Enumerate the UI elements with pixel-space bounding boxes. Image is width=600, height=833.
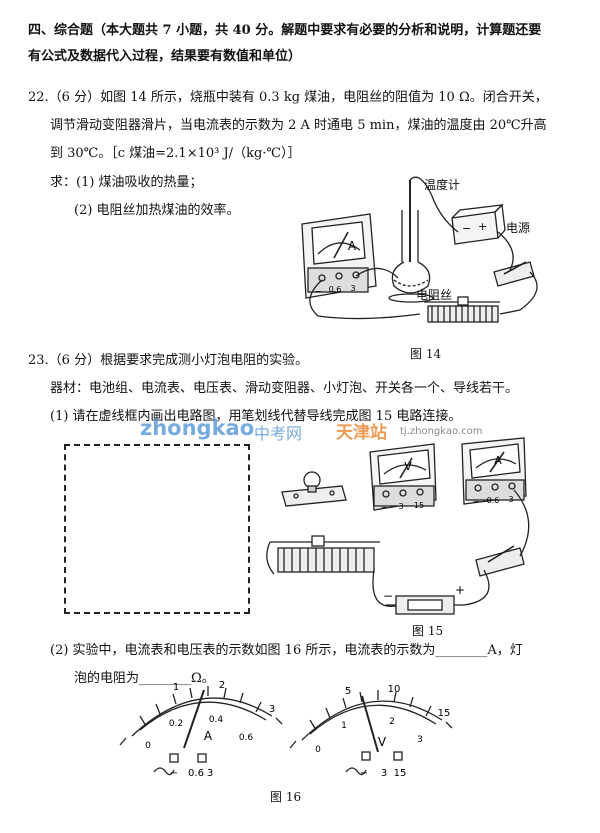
fig16-v-outer-2: 1	[341, 721, 347, 731]
fig16-v-end: 15	[438, 708, 451, 719]
fig14-power-plus: +	[478, 220, 487, 233]
fig14-terminal-3: 3	[350, 284, 355, 293]
fig16-a-outer-4: 0.6	[239, 733, 254, 743]
fig14-power-minus: −	[462, 222, 471, 235]
q22-line2: 调节滑动变阻器滑片，当电流表的示数为 2 A 时通电 5 min，煤油的温度由 …	[50, 118, 547, 133]
fig16-v-terminal-3: 15	[394, 768, 407, 779]
q23-equipment: 器材：电池组、电流表、电压表、滑动变阻器、小灯泡、开关各一个、导线若干。	[50, 381, 519, 396]
fig16-a-terminal-3: 3	[207, 768, 213, 779]
fig16-voltmeter-terminals	[345, 751, 403, 776]
watermark-url: tj.zhongkao.com	[400, 426, 483, 437]
fig14-wires	[309, 176, 538, 320]
fig16-v-letter: V	[378, 735, 387, 749]
fig14-thermometer-label: 温度计	[424, 178, 461, 192]
circuit-drawing-box[interactable]	[64, 444, 250, 614]
q22-ask1: 求：(1) 煤油吸收的热量；	[50, 175, 203, 190]
fig14-wire-label: 电阻丝	[416, 288, 453, 302]
q22-line1: 22.（6 分）如图 14 所示，烧瓶中装有 0.3 kg 煤油，电阻丝的阻值为…	[28, 90, 548, 105]
fig14-power-label: 电源	[506, 221, 531, 235]
fig16-voltmeter-dial	[289, 690, 453, 753]
fig15-v-terminal-2: 3	[398, 502, 403, 511]
fig15-switch	[475, 545, 525, 577]
fig15-v-letter: V	[404, 460, 412, 473]
fig15-battery-minus: −	[383, 589, 393, 603]
fig14-caption: 图 14	[410, 347, 442, 361]
fig16-v-outer-1: 0	[315, 745, 321, 755]
fig14-rheostat	[424, 296, 500, 323]
fig16-v-terminal-1: −	[360, 768, 368, 779]
section-heading-line1: 四、综合题（本大题共 7 小题，共 40 分。解题中要求有必要的分析和说明，计算…	[28, 23, 542, 38]
fig16-a-letter: A	[204, 729, 213, 743]
fig16-a-outer-1: 0	[145, 741, 151, 751]
q23-part1: (1) 请在虚线框内画出电路图，用笔划线代替导线完成图 15 电路连接。	[50, 409, 462, 424]
fig14-terminal-1: −	[315, 287, 322, 296]
watermark-city: 天津站	[336, 423, 387, 443]
fig15-wires	[372, 489, 530, 607]
q23-line1: 23.（6 分）根据要求完成测小灯泡电阻的实验。	[28, 353, 309, 368]
fig15-battery-plus: +	[455, 583, 465, 597]
fig16-a-inner-1: 1	[173, 682, 179, 693]
watermark-brand: zhongkao	[140, 416, 255, 440]
fig16-v-inner-1: 5	[345, 686, 351, 697]
q23-part2-line1: (2) 实验中，电流表和电压表的示数如图 16 所示，电流表的示数为______…	[50, 643, 523, 658]
fig16-a-inner-2: 2	[219, 680, 225, 691]
fig15-ammeter	[461, 437, 527, 505]
fig16-a-terminal-1: −	[170, 768, 178, 779]
fig16-ammeter-terminals	[153, 753, 207, 776]
fig15-a-terminal-2: 0.6	[487, 496, 500, 505]
fig16-a-outer-2: 0.2	[169, 719, 183, 729]
watermark-cn: 中考网	[254, 424, 303, 443]
fig16-a-end: 3	[269, 704, 275, 715]
fig15-a-terminal-1: −	[473, 497, 480, 506]
fig15-v-terminal-1: −	[381, 503, 388, 512]
fig14-power-supply	[451, 203, 506, 245]
fig16-ammeter-dial	[119, 686, 283, 749]
fig15-a-terminal-3: 3	[508, 495, 513, 504]
q23-part2-line2: 泡的电阻为________Ω。	[74, 671, 215, 686]
fig16-v-outer-3: 2	[389, 717, 395, 727]
fig15-battery	[386, 595, 464, 615]
fig14-flask	[388, 180, 434, 303]
fig16-v-terminal-2: 3	[381, 768, 387, 779]
fig15-v-terminal-3: 15	[414, 501, 424, 510]
fig15-voltmeter	[369, 443, 437, 511]
fig16-a-terminal-2: 0.6	[188, 768, 204, 779]
fig16-a-outer-3: 0.4	[209, 715, 224, 725]
fig15-a-letter: A	[494, 454, 502, 467]
fig14-meter-letter: A	[348, 239, 357, 253]
fig15-bulb	[281, 471, 347, 507]
fig14-terminal-2: 0.6	[329, 285, 342, 294]
fig15-caption: 图 15	[412, 624, 444, 638]
section-heading-line2: 有公式及数据代入过程，结果要有数值和单位）	[28, 49, 302, 64]
fig15-rheostat	[266, 535, 380, 575]
fig14-ammeter	[301, 213, 377, 299]
q22-ask2: (2) 电阻丝加热煤油的效率。	[74, 203, 240, 218]
fig16-caption: 图 16	[270, 790, 302, 804]
fig16-v-outer-4: 3	[417, 735, 423, 745]
q22-line3: 到 30℃。［c 煤油=2.1×10³ J/（kg·℃）］	[50, 146, 301, 161]
fig16-v-inner-2: 10	[388, 684, 401, 695]
